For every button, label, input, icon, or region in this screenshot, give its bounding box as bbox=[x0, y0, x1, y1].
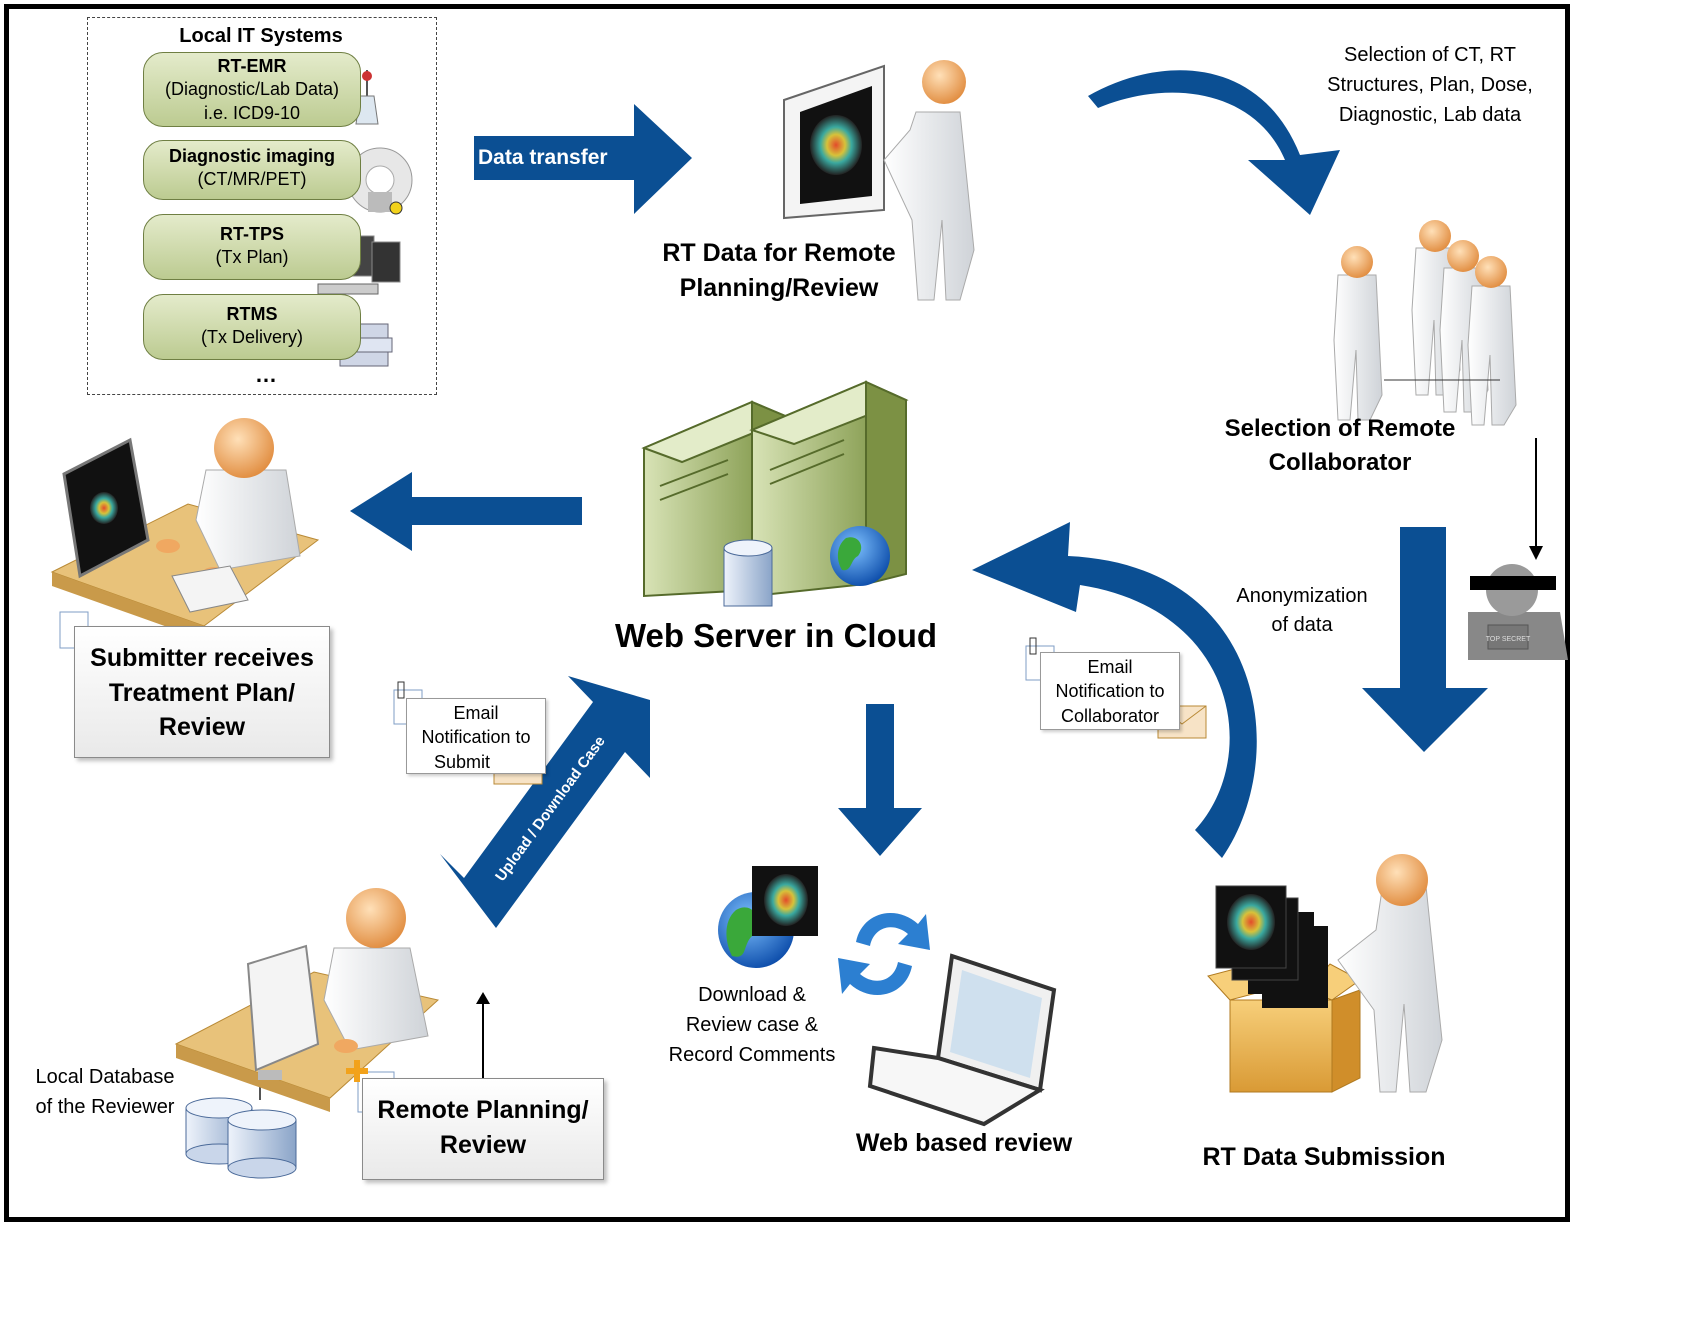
label-line: Anonymization bbox=[1236, 585, 1368, 607]
web-based-review-label: Web based review bbox=[855, 1129, 1073, 1157]
label-line: Email bbox=[1087, 657, 1133, 677]
selection-curved-arrow bbox=[1088, 70, 1340, 215]
system-rt-emr: RT-EMR (Diagnostic/Lab Data) i.e. ICD9-1… bbox=[143, 52, 361, 127]
top-secret-stamp: TOP SECRET bbox=[1486, 636, 1531, 643]
label-line: Record Comments bbox=[668, 1044, 836, 1066]
local-it-systems-title: Local IT Systems bbox=[179, 25, 343, 47]
sync-arrows-icon bbox=[838, 912, 930, 996]
collaborators-group-icon bbox=[1333, 220, 1517, 426]
rt-data-remote-label: RT Data for Remote Planning/Review bbox=[640, 236, 918, 305]
label-line: Notification to bbox=[421, 727, 531, 748]
person-reviewer-icon bbox=[883, 60, 975, 301]
label-line: Email bbox=[453, 703, 499, 723]
label-line: Review case & bbox=[685, 1014, 819, 1036]
web-server-icon bbox=[641, 380, 909, 607]
system-detail: (CT/MR/PET) bbox=[197, 169, 307, 190]
upload-download-arrow bbox=[440, 676, 650, 928]
label-line: Treatment Plan/ bbox=[108, 678, 296, 707]
system-title: Diagnostic imaging bbox=[168, 146, 336, 166]
data-transfer-arrow bbox=[474, 104, 692, 214]
label-line: Collaborator bbox=[1060, 705, 1160, 726]
system-title: RTMS bbox=[226, 304, 278, 324]
label-line: Structures, Plan, Dose, bbox=[1327, 74, 1533, 96]
connector-arrowhead bbox=[1529, 546, 1543, 560]
rt-submission-label: RT Data Submission bbox=[1202, 1143, 1446, 1171]
scan-display-icon bbox=[783, 64, 885, 220]
local-database-label: Local Database of the Reviewer bbox=[20, 1062, 190, 1122]
reviewer-workstation-icon bbox=[174, 888, 440, 1113]
server-to-submitter-arrow bbox=[350, 472, 582, 551]
download-review-label: Download & Review case & Record Comments bbox=[652, 980, 852, 1070]
system-rt-tps: RT-TPS (Tx Plan) bbox=[143, 214, 361, 280]
connector-arrowhead bbox=[476, 992, 490, 1004]
selection-data-label: Selection of CT, RT Structures, Plan, Do… bbox=[1300, 40, 1560, 130]
label-line: Collaborator bbox=[1268, 449, 1412, 477]
server-to-review-arrow bbox=[838, 704, 922, 856]
diagram-border bbox=[4, 4, 1570, 1222]
label-line: Review bbox=[158, 713, 246, 741]
label-line: RT Data for Remote bbox=[662, 239, 896, 267]
label-line: Notification to bbox=[1055, 681, 1165, 702]
label-line: Download & bbox=[698, 984, 806, 1006]
label-line: Submit bbox=[434, 751, 491, 772]
anonymization-label: Anonymization of data bbox=[1210, 582, 1394, 640]
label-line: Planning/Review bbox=[679, 273, 879, 302]
label-line: Submitter receives bbox=[90, 644, 314, 672]
label-line: of the Reviewer bbox=[35, 1096, 175, 1118]
system-detail: (Tx Delivery) bbox=[201, 327, 303, 348]
label-line: Local Database bbox=[35, 1066, 175, 1088]
label-line: Review bbox=[439, 1130, 527, 1159]
label-line: of data bbox=[1271, 614, 1333, 636]
laptop-icon bbox=[867, 953, 1057, 1127]
system-detail: i.e. ICD9-10 bbox=[203, 102, 301, 123]
system-diagnostic-imaging: Diagnostic imaging (CT/MR/PET) bbox=[143, 140, 361, 200]
selection-collaborator-label: Selection of Remote Collaborator bbox=[1196, 412, 1484, 480]
label-line: Selection of CT, RT bbox=[1344, 44, 1516, 66]
remote-planning-callout: Remote Planning/ Review bbox=[362, 1078, 604, 1180]
data-transfer-label: Data transfer bbox=[478, 146, 608, 169]
label-line: Selection of Remote bbox=[1224, 415, 1456, 442]
submission-to-server-curved-arrow bbox=[972, 522, 1257, 858]
label-line: Diagnostic, Lab data bbox=[1338, 104, 1522, 126]
email-notification-submitter: Email Notification to Submit bbox=[406, 698, 546, 774]
system-rtms: RTMS (Tx Delivery) bbox=[143, 294, 361, 360]
scanner-icon bbox=[347, 147, 413, 215]
globe-download-icon bbox=[718, 866, 818, 968]
anonymization-arrow bbox=[1362, 527, 1488, 752]
system-detail: (Tx Plan) bbox=[215, 247, 289, 268]
submitter-receives-callout: Submitter receives Treatment Plan/ Revie… bbox=[74, 626, 330, 758]
label-line: Remote Planning/ bbox=[377, 1096, 589, 1124]
more-systems-ellipsis: … bbox=[255, 362, 277, 387]
system-title: RT-EMR bbox=[217, 56, 287, 76]
local-it-systems-group bbox=[87, 17, 437, 395]
system-title: RT-TPS bbox=[219, 224, 284, 244]
local-database-icon bbox=[185, 1097, 297, 1179]
lab-flask-icon bbox=[355, 70, 379, 125]
system-detail: (Diagnostic/Lab Data) bbox=[164, 79, 340, 100]
rt-submission-icon bbox=[1207, 854, 1443, 1093]
email-notification-collaborator: Email Notification to Collaborator bbox=[1040, 652, 1180, 730]
web-server-label: Web Server in Cloud bbox=[614, 617, 938, 654]
anonymous-person-icon: TOP SECRET bbox=[1468, 564, 1568, 660]
submitter-workstation-icon bbox=[50, 418, 320, 652]
